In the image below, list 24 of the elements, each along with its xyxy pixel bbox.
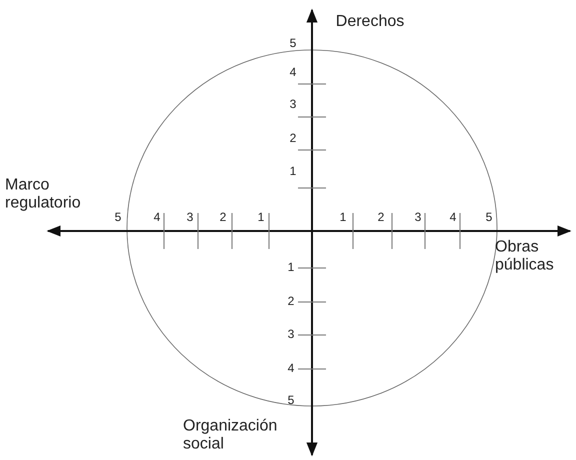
tick-label: 5 [486,211,492,225]
axis-label: Organización social [183,418,278,454]
tick-label: 5 [290,37,296,51]
tick-label: 4 [154,211,160,225]
tick-label: 3 [186,211,194,225]
tick-label: 5 [114,211,122,225]
tick-label: 3 [414,211,422,225]
tick-label: 2 [288,295,294,309]
tick-label: 2 [290,132,296,146]
axis-label: Obras públicas [495,238,555,276]
tick-label: 1 [258,211,264,225]
tick-label: 1 [290,165,296,179]
tick-label: 3 [288,328,294,342]
tick-label: 3 [290,98,296,112]
tick-label: 1 [288,261,294,275]
tick-label: 4 [288,362,294,376]
axis-label: Marco regulatorio [5,176,82,214]
tick-label: 2 [378,211,384,225]
tick-label: 4 [290,66,296,80]
tick-label: 4 [450,211,456,225]
tick-label: 5 [288,394,294,408]
tick-label: 2 [220,211,226,225]
tick-label: 1 [340,211,346,225]
axis-label: Derechos [336,12,404,32]
